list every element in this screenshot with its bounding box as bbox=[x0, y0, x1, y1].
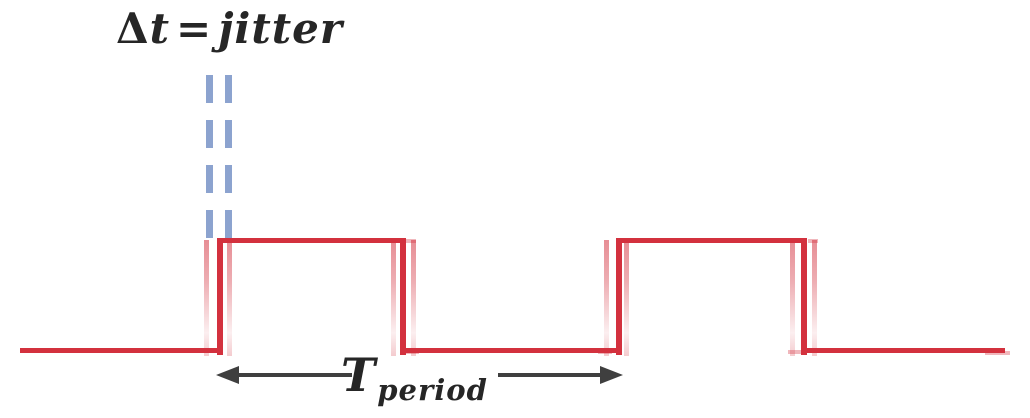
waveform-rising-edge-1 bbox=[217, 238, 223, 355]
delta-symbol: Δ bbox=[116, 4, 150, 53]
jitter-ghost-stub bbox=[788, 350, 802, 354]
jitter-ghost-edge bbox=[790, 240, 795, 356]
jitter-ghost-edge bbox=[604, 240, 609, 356]
period-arrowhead-right bbox=[600, 366, 623, 384]
jitter-ghost-stub bbox=[808, 239, 818, 243]
waveform-falling-edge-2 bbox=[801, 238, 807, 355]
waveform-high-segment-1 bbox=[217, 238, 406, 243]
jitter-ghost-edge bbox=[411, 240, 416, 356]
jitter-ghost-edge bbox=[624, 240, 629, 356]
jitter-ghost-edge bbox=[812, 240, 817, 356]
jitter-window-right-dashed-line bbox=[225, 75, 232, 238]
waveform-high-segment-2 bbox=[616, 238, 807, 243]
waveform-low-segment-1 bbox=[20, 348, 223, 353]
jitter-ghost-stub bbox=[406, 239, 416, 243]
waveform-falling-edge-1 bbox=[400, 238, 406, 355]
waveform-low-segment-2 bbox=[400, 348, 622, 353]
jitter-variable-t: t bbox=[149, 4, 170, 53]
period-arrow-line-left bbox=[236, 373, 352, 377]
waveform-rising-edge-2 bbox=[616, 238, 622, 355]
jitter-window-left-dashed-line bbox=[206, 75, 213, 238]
period-arrowhead-left bbox=[216, 366, 239, 384]
waveform-low-segment-3 bbox=[801, 348, 1005, 353]
period-subscript: period bbox=[377, 373, 488, 407]
jitter-ghost-edge bbox=[227, 240, 232, 356]
jitter-ghost-edge bbox=[204, 240, 209, 356]
jitter-ghost-edge bbox=[391, 240, 396, 356]
period-symbol: T bbox=[341, 348, 376, 402]
period-label: Tperiod bbox=[341, 348, 487, 407]
period-arrow-line-right bbox=[498, 373, 602, 377]
jitter-ghost-stub bbox=[985, 351, 1010, 355]
jitter-equation-label: Δt=jitter bbox=[116, 4, 343, 53]
equals-sign: = bbox=[176, 4, 213, 53]
jitter-word: jitter bbox=[218, 4, 344, 53]
